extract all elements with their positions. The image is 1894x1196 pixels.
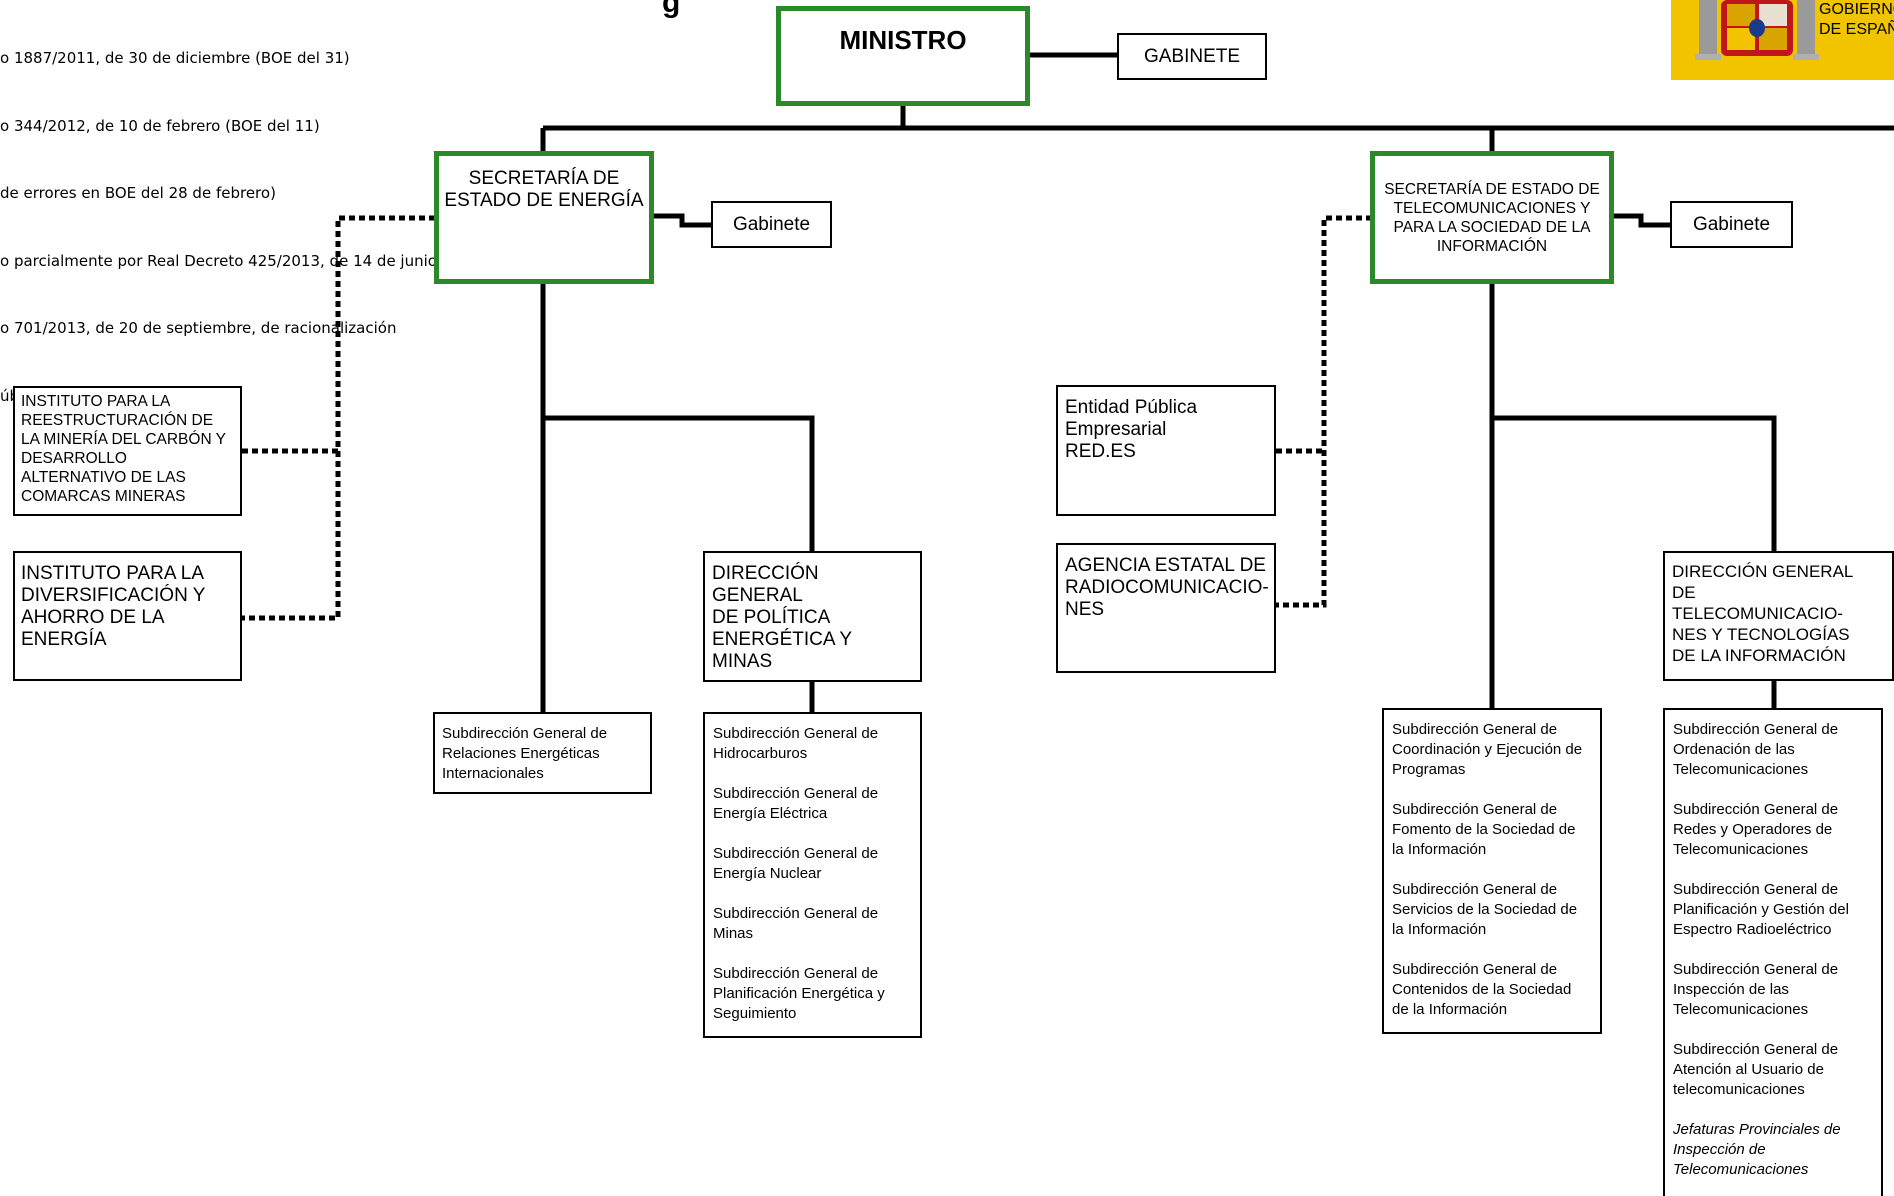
instituto-carbon-label: INSTITUTO PARA LA REESTRUCTURACIÓN DE LA… (21, 393, 227, 505)
list-item: Subdirección General de Energía Eléctric… (713, 785, 879, 822)
list-item: Subdirección General de Servicios de la … (1392, 881, 1578, 938)
list-item: Subdirección General de Fomento de la So… (1392, 801, 1576, 858)
list-item: Subdirección General de Coordinación y E… (1392, 721, 1583, 778)
list-item: Subdirección General de Inspección de la… (1673, 961, 1839, 1018)
connector-gabinete-telecom (1612, 213, 1671, 228)
page-title-fragment: g (662, 0, 681, 19)
dg-politica-box: DIRECCIÓN GENERAL DE POLÍTICA ENERGÉTICA… (703, 551, 922, 682)
coat-of-arms-icon (1695, 0, 1819, 60)
gabinete-energia-box: Gabinete (711, 201, 832, 248)
government-logo: GOBIERNO DE ESPAÑA (1671, 0, 1894, 80)
list-item-italic: Jefaturas Provinciales de Inspección de … (1673, 1121, 1841, 1178)
sg-relaciones-box: Subdirección General de Relaciones Energ… (433, 712, 652, 794)
gabinete-ministro-label: GABINETE (1143, 45, 1241, 67)
se-energia-label: SECRETARÍA DE ESTADO DE ENERGÍA (444, 168, 644, 211)
red-es-label: Entidad Pública Empresarial RED.ES (1065, 397, 1198, 462)
instituto-diversificacion-box: INSTITUTO PARA LA DIVERSIFICACIÓN Y AHOR… (13, 551, 242, 681)
connector-gabinete-energia (653, 213, 712, 228)
connector-telecom-branch (1492, 415, 1777, 552)
legal-line: o 1887/2011, de 30 de diciembre (BOE del… (0, 49, 350, 67)
connector-energia-branch (543, 415, 815, 551)
list-item: Subdirección General de Contenidos de la… (1392, 961, 1572, 1018)
dg-telecom-label: DIRECCIÓN GENERAL DE TELECOMUNICACIO- NE… (1672, 562, 1854, 665)
gabinete-telecom-label: Gabinete (1692, 213, 1771, 235)
instituto-carbon-box: INSTITUTO PARA LA REESTRUCTURACIÓN DE LA… (13, 386, 242, 516)
legal-line: o 701/2013, de 20 de septiembre, de raci… (0, 319, 397, 337)
list-item: Subdirección General de Minas (713, 905, 879, 942)
dg-politica-label: DIRECCIÓN GENERAL DE POLÍTICA ENERGÉTICA… (712, 563, 852, 672)
ministro-box: MINISTRO (776, 6, 1030, 106)
agencia-radio-box: AGENCIA ESTATAL DE RADIOCOMUNICACIO- NES (1056, 543, 1276, 673)
instituto-diversificacion-label: INSTITUTO PARA LA DIVERSIFICACIÓN Y AHOR… (21, 563, 206, 650)
gabinete-ministro-box: GABINETE (1117, 33, 1267, 80)
list-item: Subdirección General de Energía Nuclear (713, 845, 879, 882)
dg-telecom-subdirecciones: Subdirección General de Ordenación de la… (1663, 708, 1883, 1196)
gabinete-telecom-box: Gabinete (1670, 201, 1793, 248)
se-telecom-label: SECRETARÍA DE ESTADO DE TELECOMUNICACION… (1384, 180, 1600, 255)
se-telecom-subdirecciones: Subdirección General de Coordinación y E… (1382, 708, 1602, 1034)
list-item: Subdirección General de Planificación y … (1673, 881, 1849, 938)
dg-politica-subdirecciones: Subdirección General de Hidrocarburos Su… (703, 712, 922, 1038)
list-item: Subdirección General de Planificación En… (713, 965, 885, 1022)
sg-relaciones-label: Subdirección General de Relaciones Energ… (442, 725, 608, 782)
list-item: Subdirección General de Atención al Usua… (1673, 1041, 1839, 1098)
se-telecom-box: SECRETARÍA DE ESTADO DE TELECOMUNICACION… (1370, 151, 1614, 284)
red-es-box: Entidad Pública Empresarial RED.ES (1056, 385, 1276, 516)
ministro-label: MINISTRO (839, 25, 967, 55)
legal-line: o 344/2012, de 10 de febrero (BOE del 11… (0, 116, 320, 135)
se-energia-box: SECRETARÍA DE ESTADO DE ENERGÍA (434, 151, 654, 284)
list-item: Subdirección General de Redes y Operador… (1673, 801, 1839, 858)
list-item: Subdirección General de Hidrocarburos (713, 725, 879, 762)
agencia-radio-label: AGENCIA ESTATAL DE RADIOCOMUNICACIO- NES (1065, 555, 1269, 620)
legal-line: de errores en BOE del 28 de febrero) (0, 184, 276, 202)
dg-telecom-box: DIRECCIÓN GENERAL DE TELECOMUNICACIO- NE… (1663, 551, 1894, 681)
logo-text: GOBIERNO DE ESPAÑA (1819, 1, 1894, 38)
gabinete-energia-label: Gabinete (732, 213, 811, 235)
dotted-energia-institutos (242, 215, 435, 621)
list-item: Subdirección General de Ordenación de la… (1673, 721, 1839, 778)
dotted-telecom-entes (1276, 215, 1372, 608)
